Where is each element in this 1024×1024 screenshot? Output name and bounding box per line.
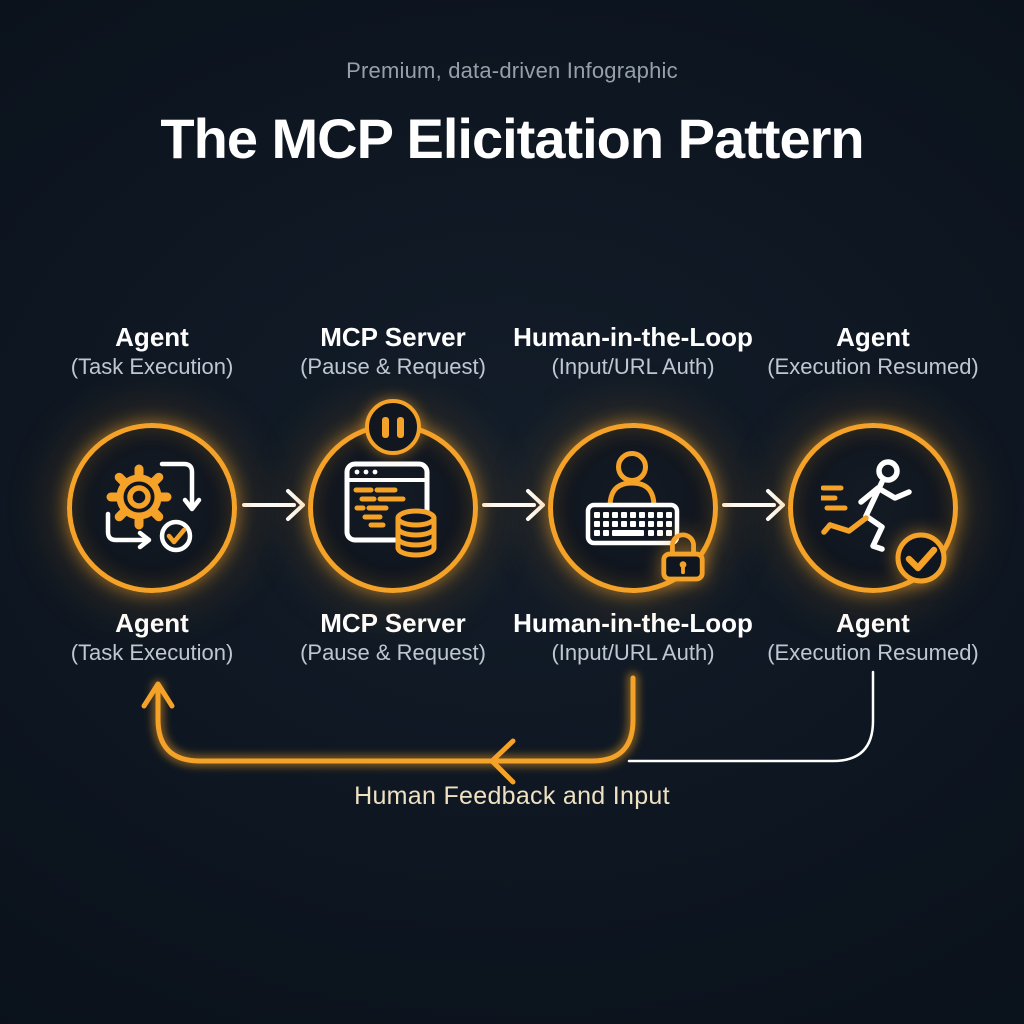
node-4-top-label: Agent (Execution Resumed) [743, 322, 1003, 381]
node-1-circle [67, 423, 237, 593]
subtitle: Premium, data-driven Infographic [346, 58, 678, 83]
arrow-right-icon [482, 489, 545, 521]
arrow-right-icon [242, 489, 305, 521]
pause-icon [365, 399, 421, 455]
node-label: Agent [115, 322, 189, 352]
node-1-bottom-label: Agent (Task Execution) [22, 608, 282, 667]
feedback-loop-arrow [141, 675, 636, 785]
lock-icon [661, 532, 705, 582]
node-label: Agent [115, 608, 189, 638]
person-keyboard-icon [585, 451, 680, 546]
speed-lines-icon [821, 485, 848, 511]
node-sublabel: (Execution Resumed) [767, 640, 979, 665]
code-lines-icon [353, 487, 406, 528]
check-icon [159, 519, 193, 553]
arrow-right-icon [722, 489, 785, 521]
browser-code-database-icon [344, 461, 437, 558]
node-4-bottom-label: Agent (Execution Resumed) [743, 608, 1003, 667]
node-label: Human-in-the-Loop [513, 322, 753, 352]
person-icon [607, 451, 657, 510]
node-label: Agent [836, 608, 910, 638]
arrow-left-icon [489, 738, 516, 785]
node-sublabel: (Task Execution) [70, 640, 234, 665]
gear-cycle-check-icon [105, 461, 202, 553]
check-icon [895, 532, 947, 584]
node-2-bottom-label: MCP Server (Pause & Request) [263, 608, 523, 667]
node-sublabel: (Execution Resumed) [767, 354, 979, 379]
node-label: Agent [836, 322, 910, 352]
feedback-caption: Human Feedback and Input [354, 782, 670, 810]
node-label: MCP Server [320, 322, 466, 352]
database-icon [395, 508, 437, 558]
node-label: MCP Server [320, 608, 466, 638]
runner-icon [821, 459, 912, 552]
node-sublabel: (Pause & Request) [300, 640, 486, 665]
keyboard-icon [585, 502, 680, 546]
node-3-bottom-label: Human-in-the-Loop (Input/URL Auth) [503, 608, 763, 667]
node-1-top-label: Agent (Task Execution) [22, 322, 282, 381]
node-2-top-label: MCP Server (Pause & Request) [263, 322, 523, 381]
node-sublabel: (Input/URL Auth) [551, 640, 715, 665]
node-sublabel: (Task Execution) [70, 354, 234, 379]
node-3-top-label: Human-in-the-Loop (Input/URL Auth) [503, 322, 763, 381]
arrow-up-icon [141, 681, 175, 709]
cycle-arrows-icon [105, 461, 202, 550]
agent-return-line [627, 670, 875, 763]
page-title: The MCP Elicitation Pattern [160, 107, 864, 170]
node-label: Human-in-the-Loop [513, 608, 753, 638]
node-sublabel: (Input/URL Auth) [551, 354, 715, 379]
feedback-loop-glow [152, 672, 639, 767]
node-sublabel: (Pause & Request) [300, 354, 486, 379]
